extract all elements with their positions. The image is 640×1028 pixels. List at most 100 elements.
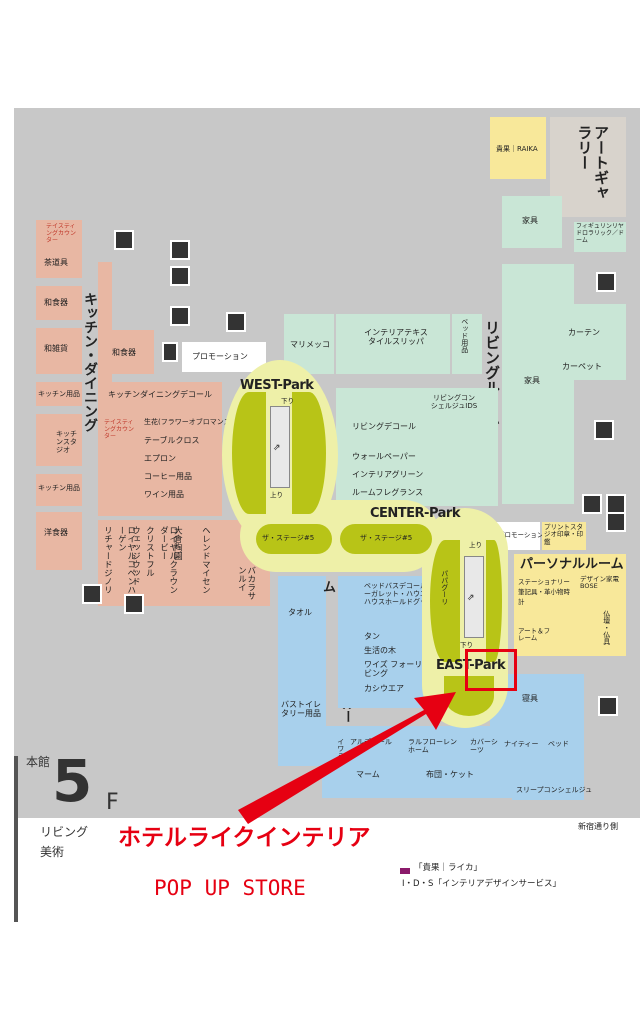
east-park-lime-right: [486, 540, 502, 662]
stationery-label: ステーショナリー筆記具・革小物時計: [518, 578, 570, 606]
area-living-decor[interactable]: リビングコンシェルジュIDS リビングデコール ウォールペーパー インテリアグリ…: [336, 388, 498, 506]
tasting2-label: テイスティングカウンター: [104, 419, 135, 440]
seikatsu-label: 生活の木: [364, 646, 396, 655]
west-down-label: 下り: [281, 397, 294, 405]
area-figurine[interactable]: フィギュリンリヤドロラリック／ドーム: [574, 222, 626, 252]
promotion1-label: プロモーション: [192, 352, 248, 361]
area-kitchen-yohin2[interactable]: キッチン用品: [36, 474, 82, 506]
area-kagu1[interactable]: 家具: [502, 196, 562, 248]
curtain-label: カーテン: [568, 328, 600, 337]
room-fragrance-label: ルームフレグランス: [352, 488, 424, 497]
event-subtitle: POP UP STORE: [154, 876, 306, 900]
area-bed-kaki[interactable]: ベッド用品: [452, 314, 482, 374]
futon-label: 布団・ケット: [426, 770, 474, 779]
area-personal-room[interactable]: パーソナルルーム ステーショナリー筆記具・革小物時計 デザイン家電BOSE アー…: [514, 554, 626, 656]
area-interior-textile[interactable]: インテリアテキスタイルスリッパ: [336, 314, 450, 374]
building-label: 本館: [26, 755, 51, 769]
raika-label: 貴果｜RAIKA: [496, 145, 538, 153]
stage1-label: ザ・ステージ#5: [262, 534, 315, 542]
elevator-icon-2: [226, 312, 246, 332]
gallery-label: アートギャラリー: [575, 125, 611, 200]
area-yoshokki[interactable]: 洋食器: [36, 512, 82, 570]
escalator-icon-5: [594, 420, 614, 440]
raika-legend-icon: [400, 868, 410, 874]
ralph-home-label: ラルフローレンホーム: [408, 738, 457, 755]
elevator-icon-4: [582, 494, 602, 514]
okura-label: 大倉陶園: [172, 526, 183, 560]
area-kd-decor[interactable]: キッチンダイニングデコール テイスティングカウンター 生花(フラワーオブロマンス…: [98, 382, 233, 516]
wallpaper-label: ウォールペーパー: [352, 452, 416, 461]
yoshokki-label: 洋食器: [44, 528, 68, 537]
phone-icon: [162, 342, 178, 362]
area-print-studio[interactable]: プリントスタジオ印章・印鑑: [542, 522, 586, 550]
design-kaden-label: デザイン家電BOSE: [580, 575, 619, 591]
stage2[interactable]: ザ・ステージ#5: [340, 524, 432, 554]
bed-label: ベッド: [548, 740, 569, 748]
christofle-label: クリストフル: [144, 526, 155, 577]
west-park-label: WEST-Park: [240, 378, 314, 393]
living-conc-label: リビングコンシェルジュIDS: [430, 394, 478, 411]
escalator-icon: ⇗: [273, 443, 281, 453]
area-wazakka[interactable]: 和雑貨: [36, 328, 82, 374]
floor-number: 5: [52, 747, 93, 815]
stage1[interactable]: ザ・ステージ#5: [256, 524, 332, 554]
area-raika[interactable]: 貴果｜RAIKA: [490, 117, 546, 179]
bath-toiletry-label: バストイレタリー用品: [281, 700, 321, 719]
east-park-text: -Park: [469, 658, 506, 673]
stage2-label: ザ・ステージ#5: [360, 534, 413, 542]
area-kitchen-studio[interactable]: キッチンスタジオ: [36, 414, 82, 466]
carpet-label: カーペット: [562, 362, 602, 371]
butsudan-label: 仏壇・仏具: [602, 610, 611, 645]
table-cloth-label: テーブルクロス: [144, 436, 200, 445]
east-escalator[interactable]: ⇗: [464, 556, 484, 638]
elevator-icon-3: [82, 584, 102, 604]
personal-room-label: パーソナルルーム: [520, 557, 624, 572]
floor-unit: F: [106, 790, 119, 815]
nighty-label: ナイティー: [504, 740, 539, 748]
seika-label: 生花(フラワーオブロマンス): [144, 418, 234, 426]
wise-wise-label: ワイズ フォーリビング: [364, 660, 423, 679]
area-curtain[interactable]: カーテン カーペット: [562, 304, 626, 380]
legend-ids: I・D・S「インテリアデザインサービス」: [402, 879, 561, 889]
area-chadogu[interactable]: 茶道具: [36, 250, 82, 278]
area-promotion1[interactable]: プロモーション: [182, 342, 266, 372]
elevator-icon: [170, 266, 190, 286]
bed-bath-decor-label: ベッドバスデコールマーガレット・ハウエルハウスホールドグッズ: [364, 582, 434, 607]
washokki2-label: 和食器: [112, 348, 136, 357]
area-gallery[interactable]: アートギャラリー: [550, 117, 626, 217]
area-washokki2[interactable]: 和食器: [98, 330, 154, 374]
category-living: リビング: [40, 825, 89, 839]
kitchen-studio-label: キッチンスタジオ: [56, 430, 77, 455]
wazakka-label: 和雑貨: [44, 344, 68, 353]
art-frame-label: アート＆フレーム: [518, 627, 551, 643]
derby-label: ロイヤルクラウンダービー: [158, 526, 178, 594]
kagu2-label: 家具: [524, 376, 540, 385]
area-washokki[interactable]: 和食器: [36, 286, 82, 320]
living-decor-label: リビングデコール: [352, 422, 416, 431]
floor-bar: [14, 756, 18, 922]
apron-label: エプロン: [144, 454, 176, 463]
shinjuku-side-label: 新宿通り側: [578, 822, 618, 831]
maam-label: マーム: [356, 770, 380, 779]
tasting1-label: テイスティングカウンター: [46, 223, 77, 244]
east-prefix: EAST: [436, 658, 470, 673]
restroom-icon-2: [606, 512, 626, 532]
escalator-icon-3: [124, 594, 144, 614]
area-towel[interactable]: タオル バストイレタリー用品: [278, 576, 326, 766]
cover-sheets-label: カバーシーツ: [470, 738, 498, 755]
wine-label: ワイン用品: [144, 490, 184, 499]
popup-location-highlight[interactable]: [465, 649, 517, 691]
west-escalator[interactable]: ⇗: [270, 406, 290, 488]
east-park-lime-left: パパグーリ: [430, 540, 460, 662]
restroom-icon: [170, 240, 190, 260]
escalator-icon-1: [114, 230, 134, 250]
herend-label: ヘレンドマイセン: [200, 526, 211, 594]
coffee-label: コーヒー用品: [144, 472, 192, 481]
area-sleep-conc[interactable]: スリープコンシェルジュ: [512, 782, 592, 800]
kd-decor-label: キッチンダイニングデコール: [108, 390, 212, 399]
promotion2-label: プロモーション: [498, 531, 544, 539]
area-kagu2[interactable]: 家具: [502, 264, 574, 504]
east-up-label: 上り: [469, 541, 482, 549]
center-park-label: CENTER-Park: [370, 506, 460, 521]
area-kitchen-yohin1[interactable]: キッチン用品: [36, 382, 82, 406]
